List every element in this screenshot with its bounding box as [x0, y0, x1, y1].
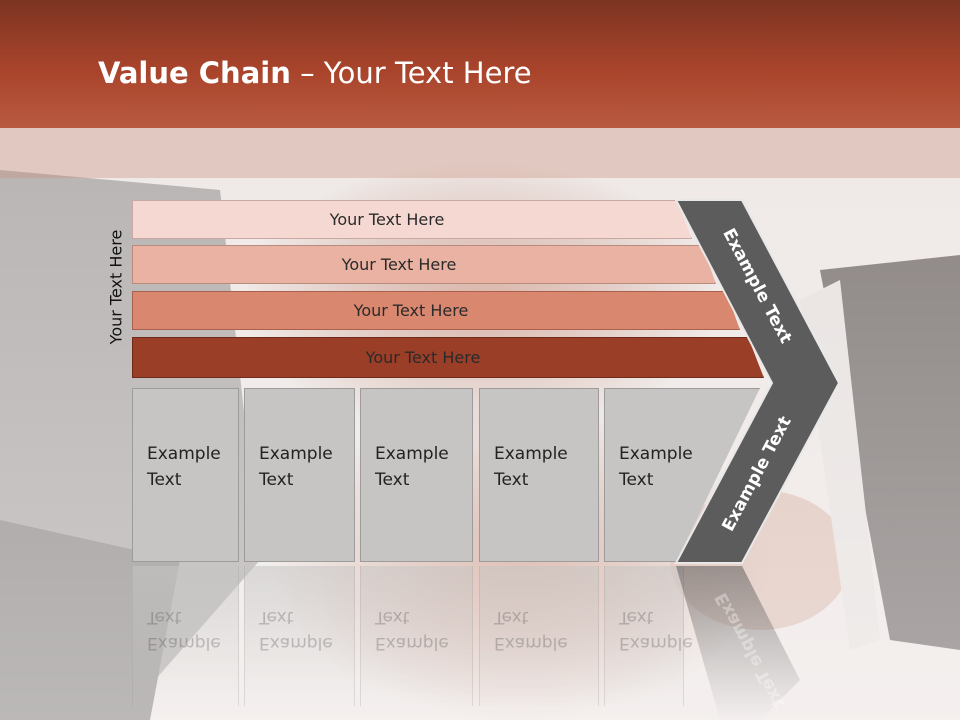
- box-1-reflection-text: Example Text: [147, 607, 221, 653]
- box-3-reflection: Example Text: [360, 566, 473, 706]
- bar-4-label: Your Text Here: [365, 348, 481, 367]
- bar-3: Your Text Here: [132, 291, 740, 330]
- box-2-text: Example Text: [259, 444, 333, 490]
- box-3-reflection-text: Example Text: [375, 607, 449, 653]
- box-3: Example Text: [360, 388, 473, 562]
- box-1-text: Example Text: [147, 444, 221, 490]
- box-5-text: Example Text: [619, 444, 693, 490]
- bar-2: Your Text Here: [132, 245, 716, 284]
- title-rest: – Your Text Here: [290, 56, 532, 90]
- box-5-reflection: Example Text: [604, 566, 693, 706]
- box-5-reflection-text: Example Text: [619, 607, 693, 653]
- title-bold: Value Chain: [98, 56, 291, 90]
- box-2: Example Text: [244, 388, 355, 562]
- box-2-reflection-text: Example Text: [259, 607, 333, 653]
- bar-4: Your Text Here: [132, 337, 764, 378]
- bar-2-label: Your Text Here: [341, 255, 457, 274]
- box-1-reflection: Example Text: [132, 566, 239, 706]
- box-4: Example Text: [479, 388, 599, 562]
- box-2-reflection: Example Text: [244, 566, 355, 706]
- box-1: Example Text: [132, 388, 239, 562]
- box-4-reflection: Example Text: [479, 566, 599, 706]
- side-label: Your Text Here: [106, 229, 126, 345]
- box-3-text: Example Text: [375, 444, 449, 490]
- slide-title: Value Chain – Your Text Here: [98, 56, 532, 90]
- box-4-reflection-text: Example Text: [494, 607, 568, 653]
- box-4-text: Example Text: [494, 444, 568, 490]
- bar-3-label: Your Text Here: [353, 301, 469, 320]
- bar-1-label: Your Text Here: [329, 210, 445, 229]
- bar-1: Your Text Here: [132, 200, 692, 239]
